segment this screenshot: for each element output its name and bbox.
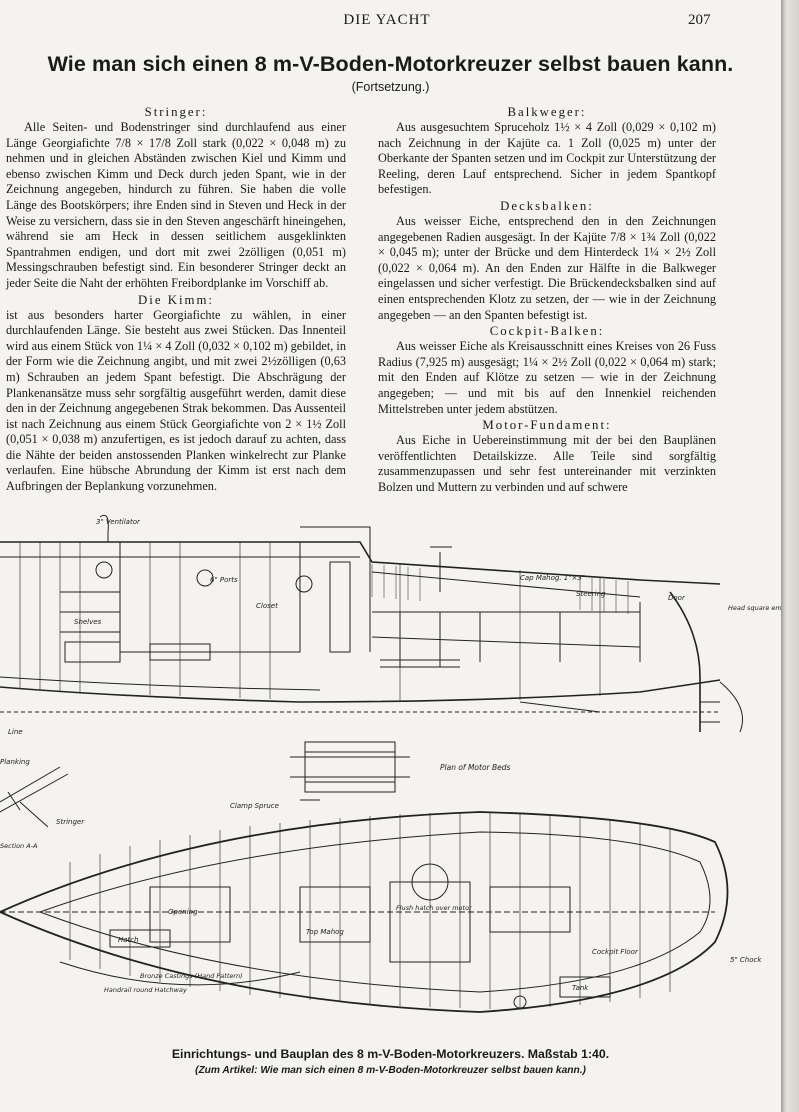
cockpit-floor-label: Cockpit Floor <box>592 948 639 956</box>
figure-caption: Einrichtungs- und Bauplan des 8 m-V-Bode… <box>171 1047 610 1061</box>
door-label: Door <box>668 594 686 602</box>
top-mahog-label: Top Mahog <box>306 928 344 936</box>
bronze-castings-label: Bronze Castings (Hand Pattern) <box>140 972 243 980</box>
motor-paragraph: Aus Eiche in Uebereinstimmung mit der be… <box>378 433 716 494</box>
ventilator-label: 3" Ventilator <box>96 518 141 526</box>
section-aa-detail: Planking Stringer Section A-A <box>0 758 85 850</box>
motor-beds-label: Plan of Motor Beds <box>440 763 511 772</box>
section-label: Section A-A <box>0 842 37 850</box>
stringer-paragraph: Alle Seiten- und Bodenstringer sind durc… <box>6 120 346 290</box>
ports-label: 6" Ports <box>210 576 238 584</box>
page: DIE YACHT 207 Wie man sich einen 8 m-V-B… <box>0 12 781 1076</box>
planking-label: Planking <box>0 758 30 766</box>
closet-label: Closet <box>256 602 278 610</box>
shelves-label: Shelves <box>74 618 102 626</box>
head-square-label: Head square emergency <box>728 604 781 612</box>
tank-label: Tank <box>572 984 589 992</box>
motor-beds-detail: Plan of Motor Beds <box>290 741 511 801</box>
line-label: Line <box>8 728 23 736</box>
page-edge <box>781 0 799 1112</box>
figure-subcaption: (Zum Artikel: Wie man sich einen 8 m-V-B… <box>195 1065 586 1076</box>
decksbalken-paragraph: Aus weisser Eiche, entsprechend den in d… <box>378 213 716 322</box>
deck-plan: Opening Hatch Top Mahog Flush hatch over… <box>0 802 762 1013</box>
flush-hatch-label: Flush hatch over motor <box>396 904 473 912</box>
stringer-label: Stringer <box>56 818 85 826</box>
decksbalken-heading: Decksbalken: <box>500 198 594 213</box>
balkweger-heading: Balkweger: <box>507 105 587 119</box>
page-number: 207 <box>688 12 711 28</box>
cap-mahog-label: Cap Mahog. 1"×3" <box>520 574 585 582</box>
article-subtitle: (Fortsetzung.) <box>351 80 430 94</box>
motor-heading: Motor-Fundament: <box>482 418 612 433</box>
hatch-label: Hatch <box>118 936 139 944</box>
left-column: Stringer: Alle Seiten- und Bodenstringer… <box>6 104 346 495</box>
right-column: Balkweger: Aus ausgesuchtem Spruceholz 1… <box>378 104 716 495</box>
stringer-heading: Stringer: <box>144 105 208 119</box>
handrail-label: Handrail round Hatchway <box>104 986 187 994</box>
kimm-heading: Die Kimm: <box>138 292 214 307</box>
clamp-label: Clamp Spruce <box>230 802 279 810</box>
profile-view: 3" Ventilator 6" Ports Closet Shelves St… <box>0 514 781 736</box>
boat-plan-drawing: 3" Ventilator 6" Ports Closet Shelves St… <box>0 514 781 1013</box>
opening-label: Opening <box>168 908 198 916</box>
balkweger-paragraph: Aus ausgesuchtem Spruceholz 1½ × 4 Zoll … <box>378 120 716 197</box>
cockpit-paragraph: Aus weisser Eiche als Kreisausschnitt ei… <box>378 339 716 416</box>
running-title: DIE YACHT <box>343 12 431 28</box>
chock-label: 5" Chock <box>730 956 762 964</box>
article-title: Wie man sich einen 8 m-V-Boden-Motorkreu… <box>47 52 734 76</box>
steering-label: Steering <box>576 590 606 598</box>
cockpit-heading: Cockpit-Balken: <box>489 324 605 339</box>
kimm-paragraph: ist aus besonders harter Georgiafichte z… <box>6 307 346 494</box>
